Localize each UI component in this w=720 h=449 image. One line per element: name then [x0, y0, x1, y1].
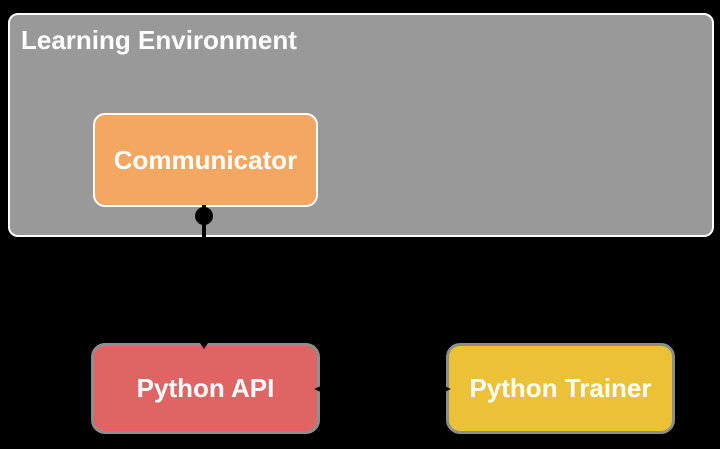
python-trainer-node: Python Trainer	[446, 343, 675, 434]
connector-python-api-to-python-trainer	[314, 382, 451, 396]
python-api-node: Python API	[91, 343, 320, 434]
python-api-label: Python API	[136, 373, 275, 403]
communicator-label: Communicator	[113, 144, 298, 175]
learning-environment-label: Learning Environment	[21, 25, 297, 55]
python-trainer-label: Python Trainer	[469, 373, 652, 403]
communicator-node: Communicator	[93, 113, 318, 207]
learning-environment-container: Learning Environment Communicator	[8, 13, 714, 237]
